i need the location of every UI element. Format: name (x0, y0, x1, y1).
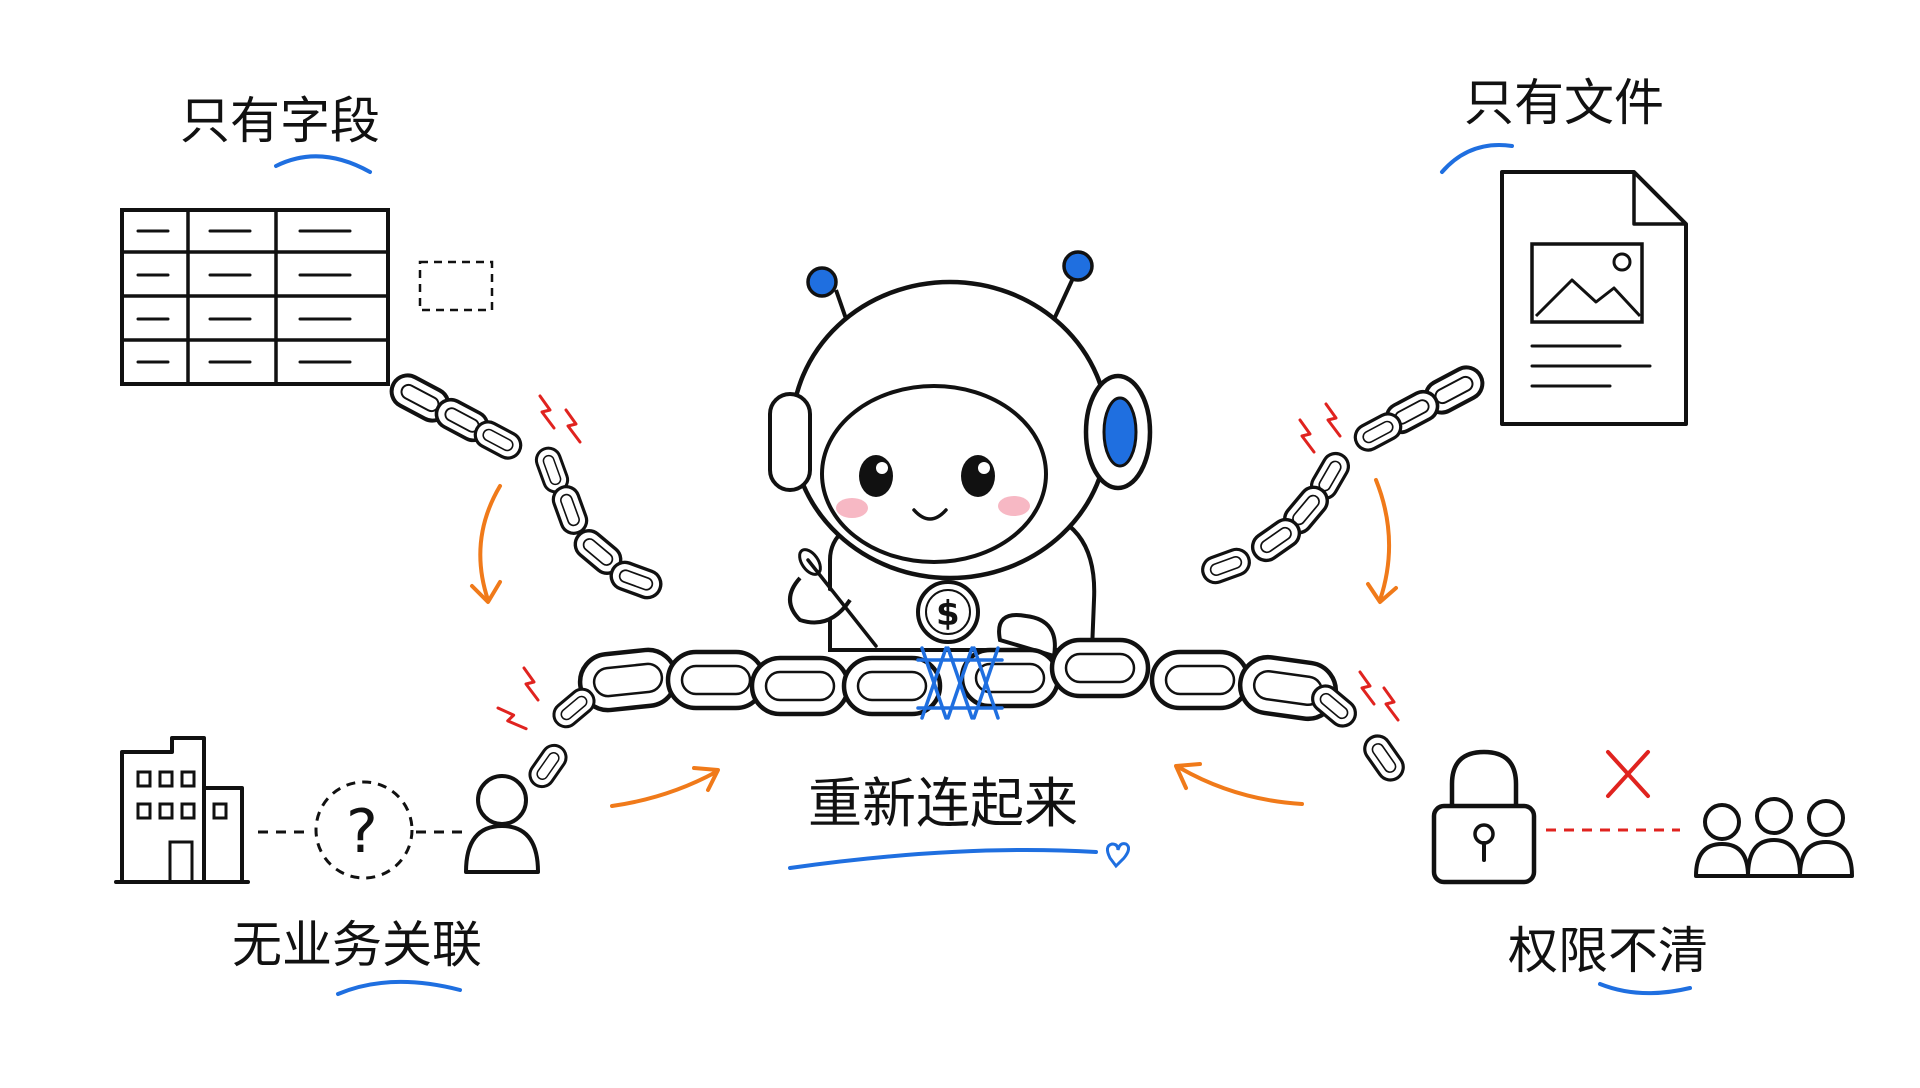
robot-mascot-icon (768, 250, 1153, 659)
coin-symbol: $ (936, 594, 960, 634)
arrow-orange (1374, 478, 1392, 602)
broken-chain-icon (386, 370, 667, 604)
underline-fields-only (274, 154, 372, 174)
label-unclear-permissions: 权限不清 (1508, 922, 1708, 980)
underline-unclear-permissions (1598, 982, 1692, 996)
document-image-icon (1500, 170, 1688, 426)
dashed-box-icon (418, 260, 494, 312)
underline-files-only (1440, 143, 1514, 174)
label-fields-only: 只有字段 (180, 92, 380, 150)
label-reconnect: 重新连起来 (808, 772, 1078, 835)
broken-chain-icon (1197, 362, 1488, 588)
underline-no-business-link (336, 979, 462, 996)
broken-chain-icon (1305, 670, 1410, 787)
lock-icon (1431, 749, 1537, 885)
arrow-orange-head (692, 766, 720, 792)
arrow-orange-head (1174, 762, 1202, 790)
red-x-icon (1606, 750, 1650, 798)
person-icon (464, 774, 540, 874)
question-circle-icon (314, 780, 414, 880)
stitch-icon (916, 646, 1004, 720)
table-icon (120, 208, 390, 386)
question-mark: ? (346, 797, 378, 867)
arrow-orange (610, 770, 718, 808)
building-icon (114, 736, 250, 884)
arrow-orange-head (1366, 582, 1398, 604)
arrow-orange-head (470, 580, 502, 604)
underline-reconnect (788, 848, 1098, 870)
people-group-icon (1694, 797, 1854, 878)
label-files-only: 只有文件 (1464, 74, 1664, 132)
arrow-orange (478, 484, 502, 602)
label-no-business-link: 无业务关联 (232, 916, 482, 974)
arrow-orange (1178, 766, 1304, 806)
heart-icon (1105, 842, 1131, 869)
